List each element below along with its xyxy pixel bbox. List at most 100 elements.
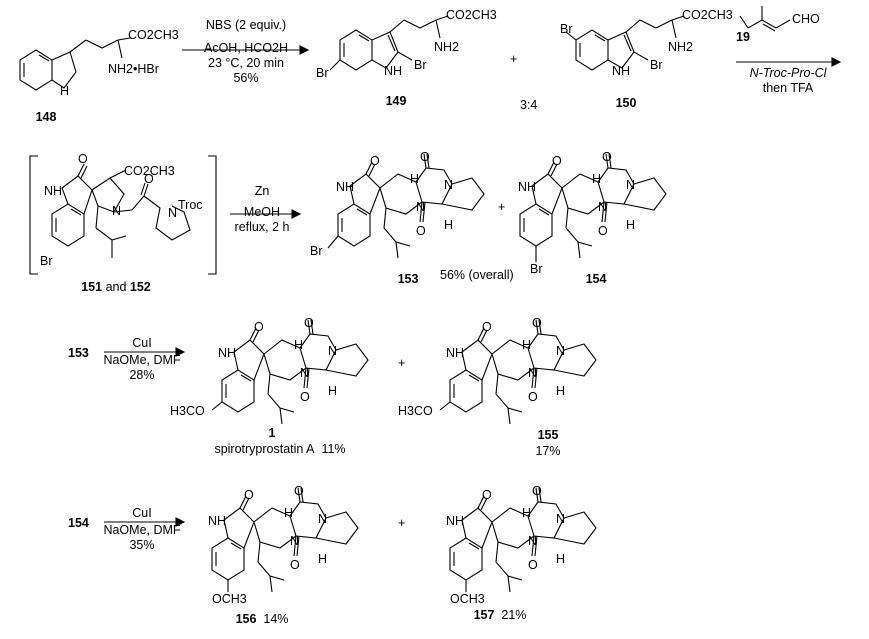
atom-n1-1: N — [328, 344, 338, 358]
label-151: 151 — [81, 280, 103, 294]
atom-hn-151: NH — [44, 184, 63, 198]
cond-step4-line3: 28% — [129, 368, 155, 382]
atom-nh2-150: NH2 — [668, 40, 694, 54]
atom-br2-150: Br — [650, 58, 663, 72]
atom-n-151: N — [112, 204, 122, 218]
structure-153 — [327, 153, 485, 259]
conditions-step2: N-Troc-Pro-Cl then TFA — [750, 66, 827, 96]
label-157: 157 — [473, 608, 495, 622]
atom-h1-1: H — [294, 338, 304, 352]
yield-153-154: 56% (overall) — [440, 268, 514, 282]
atom-n1-154: N — [626, 178, 636, 192]
cond-step5-line2: NaOMe, DMF — [103, 523, 181, 537]
label-150: 150 — [615, 96, 637, 110]
atom-n1-153: N — [444, 178, 454, 192]
atom-n2-151: N — [168, 206, 178, 220]
plus-149-150: + — [510, 52, 518, 66]
structure-19 — [739, 6, 791, 32]
atom-o3-155: O — [528, 390, 538, 404]
label-148: 148 — [35, 110, 57, 124]
atom-nh2-149: NH2 — [434, 40, 460, 54]
label-149: 149 — [385, 94, 407, 108]
atom-cho-19: CHO — [792, 12, 820, 26]
conditions-step3: Zn MeOH reflux, 2 h — [235, 184, 290, 235]
plus-156-157: + — [398, 516, 406, 530]
atom-h2-1: H — [328, 384, 338, 398]
yield-155: 17% — [535, 444, 561, 458]
yield-157: 21% — [501, 608, 527, 622]
label-1: 1 — [268, 426, 276, 440]
structure-154 — [519, 153, 667, 262]
yield-156: 14% — [263, 612, 289, 626]
atom-br-153: Br — [310, 244, 323, 258]
atom-hn-1: NH — [218, 346, 237, 360]
atom-o3-157: O — [528, 558, 538, 572]
structure-157 — [449, 487, 597, 593]
cond-step5-line1: CuI — [132, 506, 152, 520]
atom-co2ch3-150: CO2CH3 — [682, 8, 733, 22]
atom-h2-155: H — [556, 384, 566, 398]
atom-o-154: O — [552, 154, 562, 168]
label-156: 156 — [235, 612, 257, 626]
plus-1-155: + — [398, 356, 406, 370]
cond-step5-line3: 35% — [129, 538, 155, 552]
cond-step2-line1: N-Troc-Pro-Cl — [749, 66, 827, 80]
atom-o2-153: O — [420, 150, 430, 164]
cond-step3-line1: Zn — [254, 184, 270, 198]
atom-h1-155: H — [522, 338, 532, 352]
label-153-reactant: 153 — [68, 346, 89, 360]
label-155: 155 — [537, 428, 559, 442]
atom-co2ch3-148: CO2CH3 — [128, 28, 179, 42]
atom-hn-157: NH — [446, 514, 465, 528]
atom-n1-156: N — [318, 512, 328, 526]
cond-step1-line3: 23 °C, 20 min — [208, 56, 284, 70]
atom-br-151: Br — [40, 254, 53, 268]
atom-h1-157: H — [522, 506, 532, 520]
atom-h3co-1: H3CO — [170, 404, 205, 418]
atom-nh-149: NH — [384, 64, 403, 78]
atom-o2-154: O — [602, 150, 612, 164]
atom-o-1: O — [254, 320, 264, 334]
atom-n2-156: N — [290, 534, 300, 548]
atom-n1-155: N — [556, 344, 566, 358]
atom-o-157: O — [482, 488, 492, 502]
cond-step1-line4: 56% — [233, 71, 259, 85]
atom-nh-148: H — [60, 84, 70, 98]
atom-hn-154: NH — [518, 180, 537, 194]
name-1: spirotryprostatin A 11% — [214, 442, 345, 456]
conditions-step5: CuI NaOMe, DMF 35% — [103, 506, 180, 553]
conditions-step4: CuI NaOMe, DMF 28% — [103, 336, 180, 383]
atom-h1-153: H — [410, 172, 420, 186]
structure-149 — [329, 15, 449, 71]
cond-step4-line1: CuI — [132, 336, 152, 350]
atom-o2-1: O — [304, 316, 314, 330]
label-19: 19 — [736, 30, 750, 44]
atom-och3-157: OCH3 — [450, 592, 485, 606]
label-151-152: 151 and 152 — [81, 280, 151, 294]
atom-nh-150: NH — [612, 64, 631, 78]
cond-step1-line2: AcOH, HCO2H — [203, 41, 289, 55]
label-and: and — [102, 280, 130, 294]
atom-o3-1: O — [300, 390, 310, 404]
structure-150 — [565, 15, 685, 71]
atom-h1-156: H — [284, 506, 294, 520]
atom-och3-156: OCH3 — [212, 592, 247, 606]
atom-o2-155: O — [532, 316, 542, 330]
arrows — [104, 45, 842, 527]
atom-o-156: O — [244, 488, 254, 502]
atom-n2-154: N — [598, 200, 608, 214]
atom-co2ch3-151: CO2CH3 — [124, 164, 175, 178]
structure-148 — [19, 37, 131, 91]
atom-o-155: O — [482, 320, 492, 334]
label-153: 153 — [397, 272, 419, 286]
conditions-step1: NBS (2 equiv.) AcOH, HCO2H 23 °C, 20 min… — [204, 18, 288, 86]
atom-h2-156: H — [318, 552, 328, 566]
atom-co2ch3-149: CO2CH3 — [446, 8, 497, 22]
intermediate-brackets — [29, 155, 217, 275]
atom-h2-153: H — [444, 218, 454, 232]
atom-hn-155: NH — [446, 346, 465, 360]
atom-hn-153: NH — [336, 180, 355, 194]
atom-hn-156: NH — [208, 514, 227, 528]
yield-1: 11% — [321, 442, 346, 456]
label-154-reactant: 154 — [68, 516, 89, 530]
